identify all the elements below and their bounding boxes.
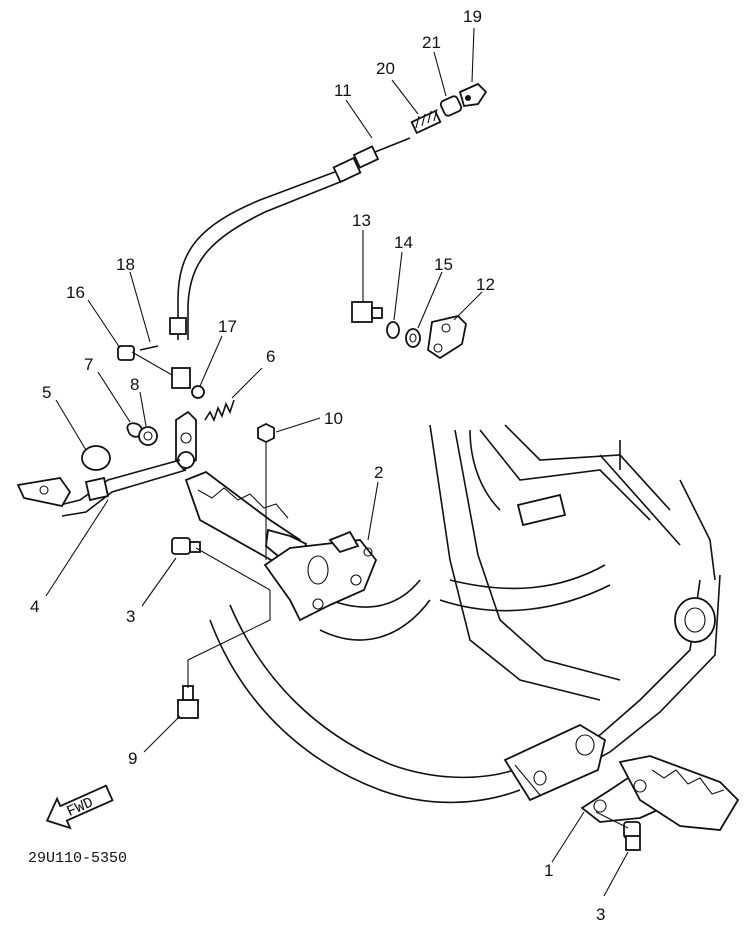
callout-12: 12 [476,275,495,294]
callout-10: 10 [324,409,343,428]
callout-20: 20 [376,59,395,78]
callout-18: 18 [116,255,135,274]
pin-16 [117,345,135,361]
callout-21: 21 [422,33,441,52]
callout-16: 16 [66,283,85,302]
footrest-2 [184,470,378,622]
callout-1: 1 [544,861,553,880]
bolt-9 [177,685,199,719]
callout-7: 7 [84,355,93,374]
callout-4: 4 [30,597,39,616]
washer-8 [138,426,158,446]
callout-2: 2 [374,463,383,482]
washer-14 [386,321,400,339]
callout-labels: 19 21 20 11 13 14 15 12 18 16 17 6 7 8 5… [30,7,605,924]
reference-code: 29U110-5350 [28,850,127,867]
adjuster-spring-20 [410,108,442,135]
callout-14: 14 [394,233,413,252]
bolt-3-upper [171,537,201,555]
callout-8: 8 [130,375,139,394]
footrest-1 [580,755,740,831]
cap-5 [81,445,111,471]
callout-6: 6 [266,347,275,366]
bolt-3-lower [623,821,641,851]
assembly-guide-lines [131,351,629,829]
callout-11: 11 [334,81,352,100]
adjuster-knob-19 [458,82,488,108]
fwd-arrow-icon: FWD [45,784,114,830]
callout-9: 9 [128,749,137,768]
callout-15: 15 [434,255,453,274]
nut-10 [257,422,275,444]
frame [209,424,721,804]
callout-3-lower: 3 [596,905,605,924]
callout-5: 5 [42,383,51,402]
cotter-pin-18 [139,345,159,351]
bracket-12 [427,315,467,360]
callout-13: 13 [352,211,371,230]
bolt-13 [351,301,383,323]
leader-lines [45,27,629,897]
brake-pedal-4 [16,410,197,517]
adjuster-nut-21 [439,95,463,117]
clip-17 [191,385,205,399]
spring-6 [204,399,235,423]
callout-17: 17 [218,317,237,336]
callout-19: 19 [463,7,482,26]
washer-15 [405,328,421,348]
brake-cable [169,137,411,389]
callout-3-upper: 3 [126,607,135,626]
